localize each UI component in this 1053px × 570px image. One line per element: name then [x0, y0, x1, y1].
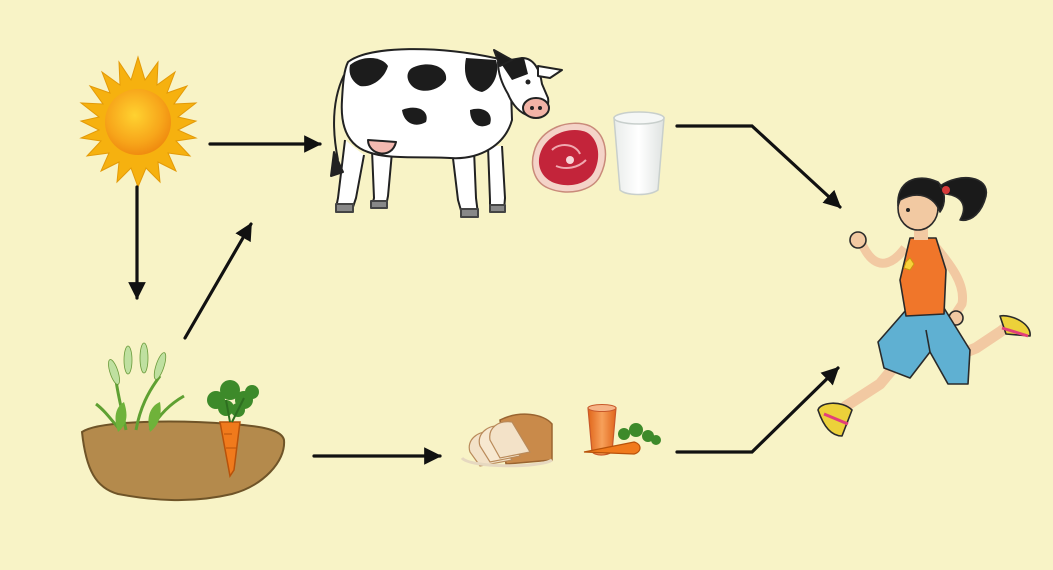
arrow-plant-foods-to-girl — [675, 366, 840, 454]
plants-in-soil-icon — [80, 342, 286, 502]
running-girl-icon — [817, 177, 1031, 437]
bread-loaf-icon — [460, 413, 553, 468]
carrot-icon — [583, 423, 661, 455]
arrow-animal-foods-to-girl — [675, 124, 842, 209]
arrow-plants-to-cow — [183, 222, 253, 340]
cow-icon — [330, 48, 563, 218]
sun-icon — [79, 55, 198, 189]
meat-steak-icon — [531, 122, 607, 193]
milk-glass-icon — [613, 111, 665, 196]
arrows — [128, 124, 842, 465]
